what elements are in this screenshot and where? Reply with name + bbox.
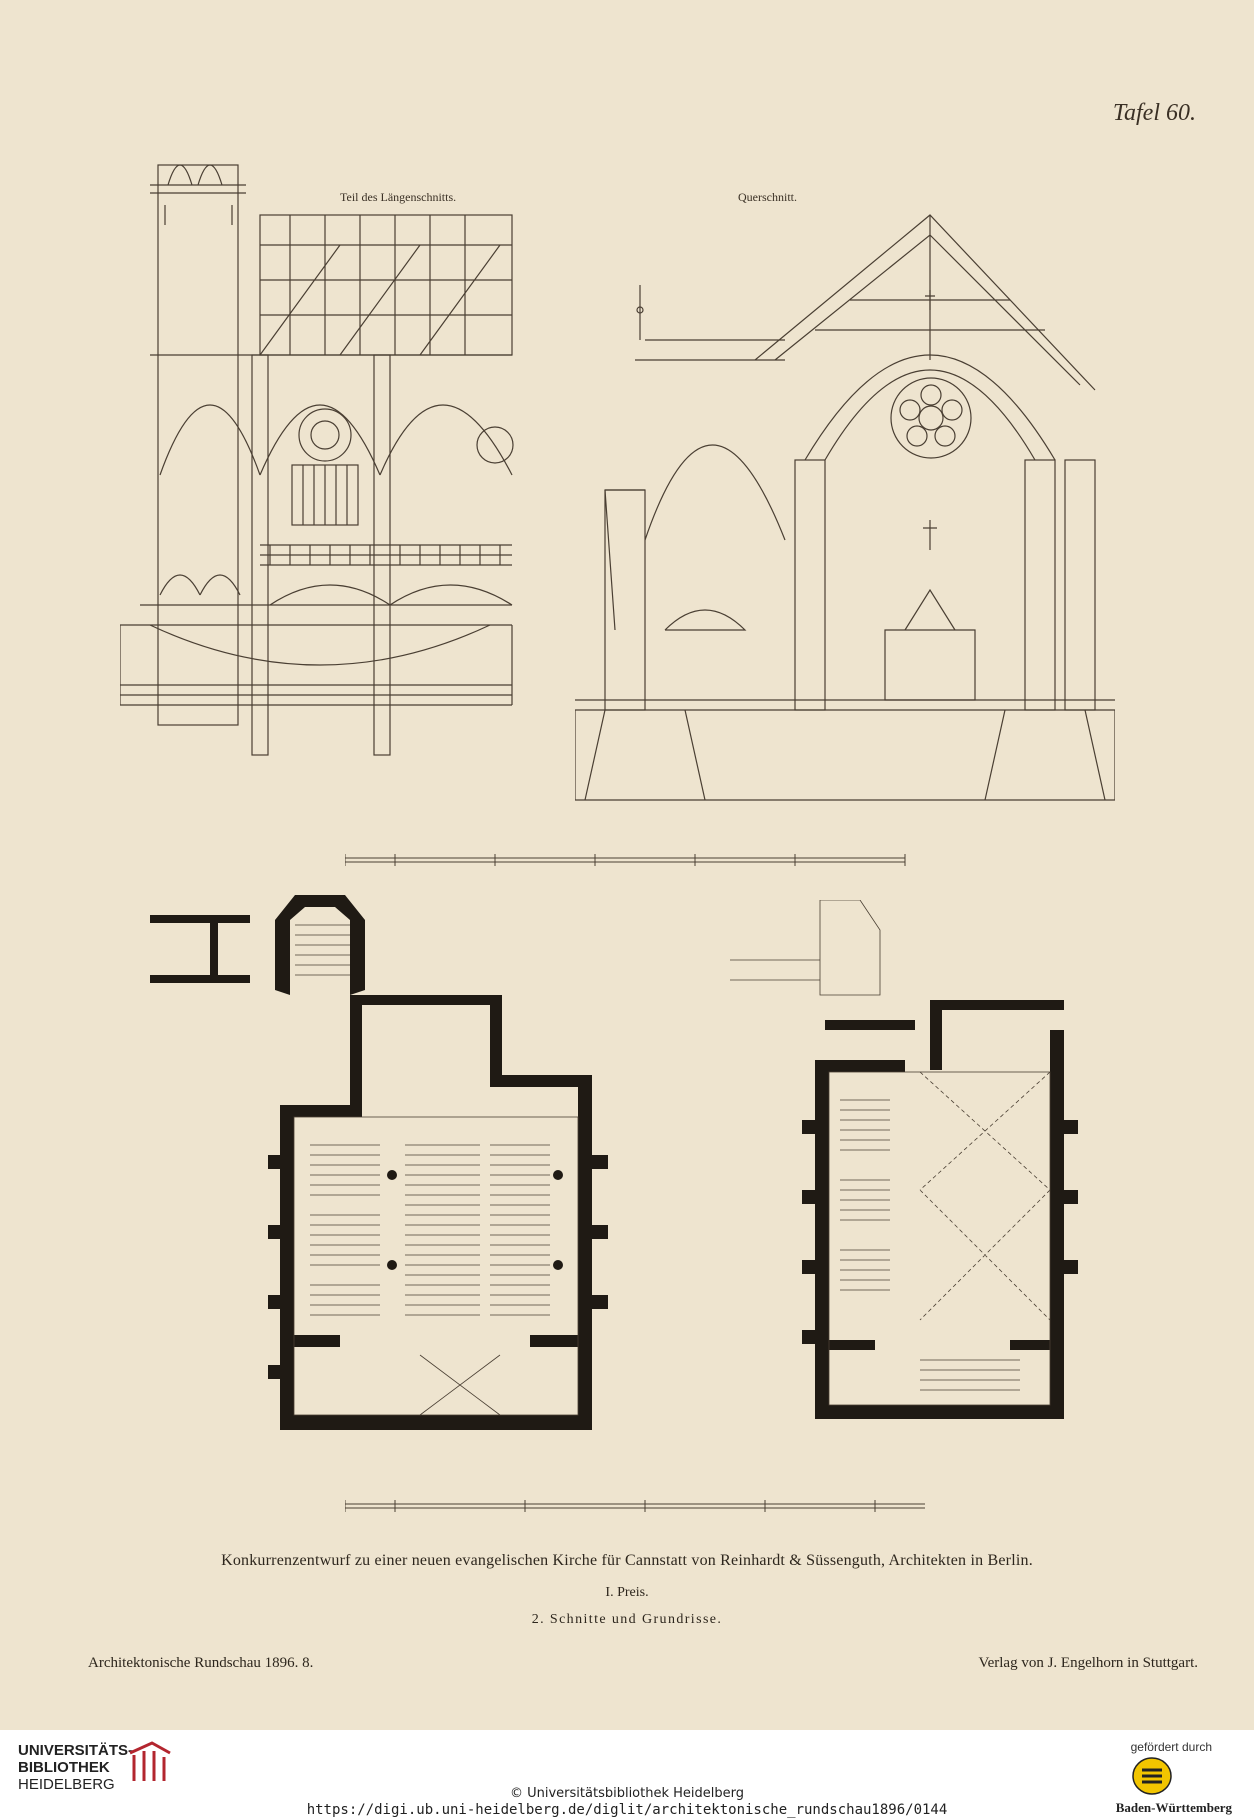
library-name[interactable]: UNIVERSITÄTS- BIBLIOTHEK HEIDELBERG [18, 1742, 133, 1793]
plate-caption: Konkurrenzentwurf zu einer neuen evangel… [221, 1552, 1033, 1569]
library-name-line2: BIBLIOTHEK [18, 1759, 110, 1776]
ground-plan-ground-floor [150, 895, 608, 1430]
plate-number: Tafel 60. [1112, 100, 1196, 126]
copyright-notice: © Universitätsbibliothek Heidelberg [509, 1786, 744, 1801]
viewer-footer-bar [0, 1730, 1254, 1820]
library-name-line1: UNIVERSITÄTS- [18, 1742, 134, 1759]
label-longitudinal-section: Teil des Längenschnitts. [340, 190, 457, 204]
longitudinal-section-drawing [120, 164, 514, 756]
publisher-reference: Verlag von J. Engelhorn in Stuttgart. [978, 1655, 1198, 1671]
ground-plan-upper-floor [730, 900, 1078, 1419]
funded-by-label: gefördert durch [1130, 1740, 1212, 1754]
state-name: Baden-Württemberg [1115, 1800, 1232, 1815]
scale-bar-sections [345, 854, 906, 866]
plate-prize: I. Preis. [605, 1585, 649, 1600]
plate-page: Tafel 60. Teil des Längenschnitts. Quers… [88, 100, 1198, 1671]
label-cross-section: Querschnitt. [738, 190, 797, 204]
cross-section-drawing [575, 214, 1115, 801]
permalink-url[interactable]: https://digi.ub.uni-heidelberg.de/diglit… [306, 1802, 948, 1818]
journal-reference: Architektonische Rundschau 1896. 8. [88, 1655, 314, 1671]
scale-bar-plans [345, 1500, 925, 1512]
library-name-line3: HEIDELBERG [18, 1776, 115, 1793]
library-logo-icon[interactable] [124, 1741, 176, 1783]
plate-subtitle: 2. Schnitte und Grundrisse. [531, 1612, 723, 1627]
coat-of-arms-icon [1132, 1757, 1172, 1795]
